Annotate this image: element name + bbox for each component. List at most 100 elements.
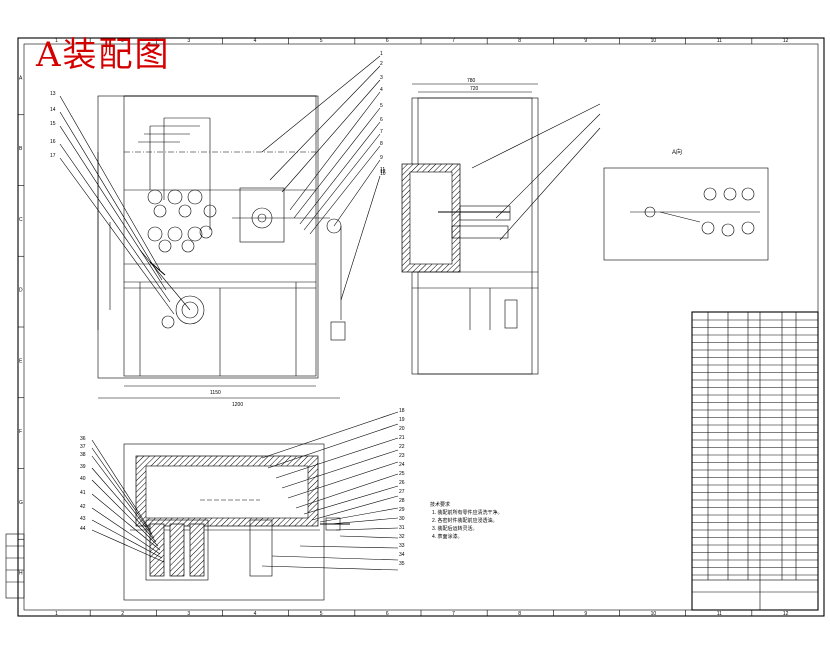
part-number-label: 10 — [380, 171, 386, 177]
part-number-label: 8 — [380, 141, 383, 147]
column-number-top: 8 — [518, 38, 521, 44]
part-number-label: 25 — [399, 471, 405, 477]
row-letter-left: G — [19, 500, 23, 506]
row-letter-left: F — [19, 429, 22, 435]
notes-line-2: 2. 各密封件装配前应浸透油。 — [432, 517, 498, 524]
outer-border — [17, 37, 825, 617]
part-number-label: 24 — [399, 462, 405, 468]
part-number-label: 16 — [50, 139, 56, 145]
part-number-label: 3 — [380, 75, 383, 81]
part-number-label: 44 — [80, 526, 86, 532]
column-number-top: 9 — [584, 38, 587, 44]
part-number-label: 1 — [380, 51, 383, 57]
left-revision-boxes — [5, 533, 25, 599]
part-number-label: 6 — [380, 117, 383, 123]
part-number-label: 13 — [50, 91, 56, 97]
part-number-label: 39 — [80, 464, 86, 470]
part-number-label: 37 — [80, 444, 86, 450]
column-number-bottom: 2 — [121, 611, 124, 617]
dim-side-width-1: 780 — [467, 78, 476, 84]
part-number-label: 19 — [399, 417, 405, 423]
part-number-label: 21 — [399, 435, 405, 441]
column-number-top: 4 — [254, 38, 257, 44]
part-number-label: 23 — [399, 453, 405, 459]
row-letter-left: C — [19, 217, 23, 223]
notes-line-1: 1. 装配前所有零件应清洗干净。 — [432, 509, 503, 516]
part-number-label: 35 — [399, 561, 405, 567]
column-number-bottom: 4 — [254, 611, 257, 617]
column-number-bottom: 7 — [452, 611, 455, 617]
notes-line-4: 4. 表面涂漆。 — [432, 533, 463, 540]
notes-heading: 技术要求 — [430, 501, 450, 508]
column-number-top: 7 — [452, 38, 455, 44]
part-number-label: 17 — [50, 153, 56, 159]
part-number-callouts-left: 13 14 15 16 17 — [50, 91, 56, 159]
column-number-bottom: 3 — [187, 611, 190, 617]
column-number-bottom: 12 — [783, 611, 789, 617]
dim-front-width-2: 1200 — [232, 402, 243, 408]
part-number-label: 43 — [80, 516, 86, 522]
part-number-label: 2 — [380, 61, 383, 67]
part-number-label: 14 — [50, 107, 56, 113]
part-number-label: 15 — [50, 121, 56, 127]
part-number-label: 40 — [80, 476, 86, 482]
part-number-callouts-plan-left: 36 37 38 39 40 41 42 43 44 — [80, 436, 86, 532]
column-number-top: 12 — [783, 38, 789, 44]
part-number-label: 27 — [399, 489, 405, 495]
part-number-label: 42 — [80, 504, 86, 510]
a-view-label: A向 — [672, 148, 682, 156]
part-number-label: 5 — [380, 103, 383, 109]
row-letter-left: H — [19, 571, 23, 577]
part-number-label: 28 — [399, 498, 405, 504]
part-number-label: 30 — [399, 516, 405, 522]
part-number-label: 29 — [399, 507, 405, 513]
part-number-label: 33 — [399, 543, 405, 549]
column-number-top: 11 — [717, 38, 722, 44]
column-number-bottom: 9 — [584, 611, 587, 617]
technical-notes: 技术要求 1. 装配前所有零件应清洗干净。 2. 各密封件装配前应浸透油。 3.… — [430, 501, 503, 540]
part-number-label: 26 — [399, 480, 405, 486]
row-letter-left: B — [19, 146, 23, 152]
column-number-top: 3 — [187, 38, 190, 44]
part-number-label: 4 — [380, 87, 383, 93]
part-number-label: 9 — [380, 155, 383, 161]
part-number-label: 22 — [399, 444, 405, 450]
a-direction-view: A向 — [603, 148, 769, 261]
column-number-bottom: 10 — [651, 611, 657, 617]
row-index-left: A B C D E F G H — [18, 75, 24, 577]
part-number-label: 32 — [399, 534, 405, 540]
column-number-top: 6 — [386, 38, 389, 44]
column-number-bottom: 11 — [717, 611, 722, 617]
part-number-label: 34 — [399, 552, 405, 558]
column-number-bottom: 1 — [55, 611, 58, 617]
notes-line-3: 3. 装配后运转灵活。 — [432, 525, 478, 532]
dim-front-width-1: 1150 — [210, 390, 221, 396]
row-letter-left: D — [19, 288, 23, 294]
part-number-label: 18 — [399, 408, 405, 414]
plan-view — [91, 411, 399, 601]
part-number-label: 38 — [80, 452, 86, 458]
parts-list-table — [691, 311, 819, 611]
part-number-label: 31 — [399, 525, 405, 531]
column-number-bottom: 8 — [518, 611, 521, 617]
column-number-top: 10 — [651, 38, 657, 44]
part-number-label: 41 — [80, 490, 86, 496]
dim-side-width-2: 720 — [470, 86, 479, 92]
part-number-label: 12 — [380, 169, 386, 175]
drawing-title: A装配图 — [36, 35, 171, 75]
part-number-label: 36 — [80, 436, 86, 442]
column-number-top: 1 — [55, 38, 58, 44]
part-number-label: 7 — [380, 129, 383, 135]
row-letter-left: A — [19, 75, 23, 81]
column-number-bottom: 6 — [386, 611, 389, 617]
side-view: 780 720 — [401, 78, 601, 375]
row-letter-left: E — [19, 358, 23, 364]
column-number-top: 5 — [320, 38, 323, 44]
part-number-label: 11 — [380, 167, 385, 173]
column-number-top: 2 — [121, 38, 124, 44]
